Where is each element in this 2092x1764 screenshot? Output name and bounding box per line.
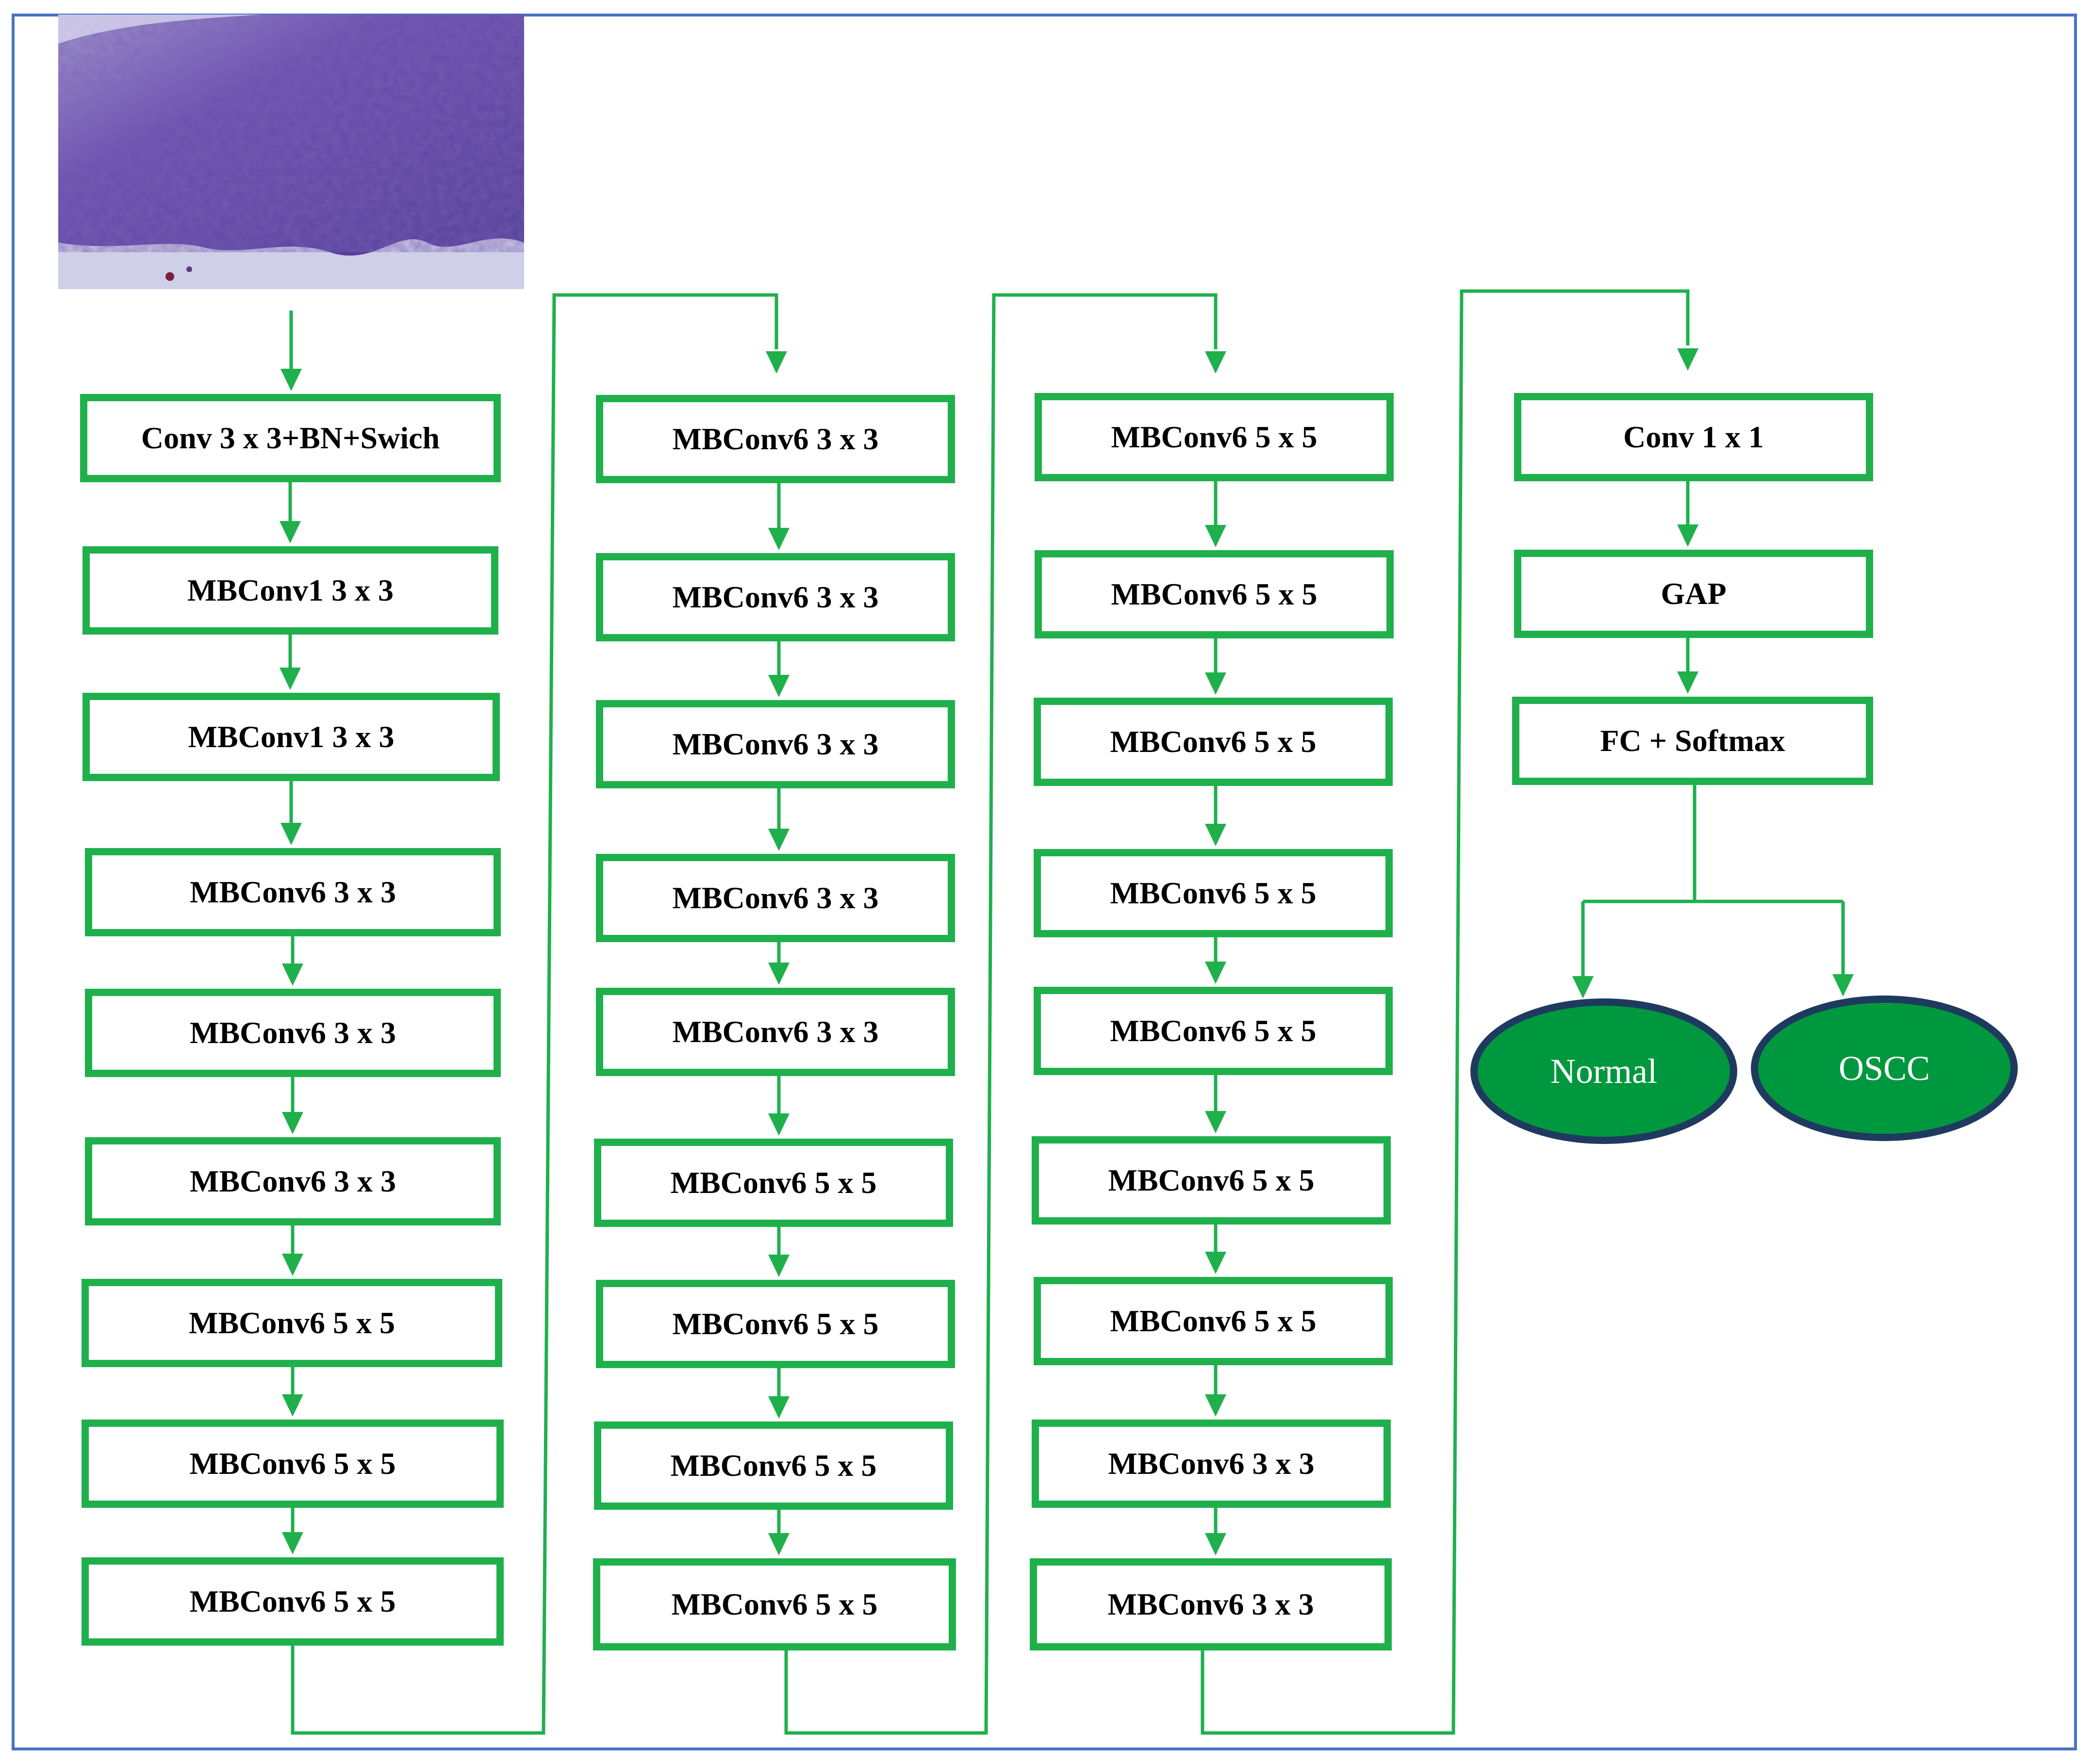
block-col2-7: MBConv6 5 x 5 xyxy=(596,1280,955,1368)
block-col1-2: MBConv1 3 x 3 xyxy=(82,546,498,635)
diagram-frame xyxy=(12,14,2077,1750)
arrow-head xyxy=(768,963,790,985)
block-col1-1: Conv 3 x 3+BN+Swich xyxy=(80,394,501,482)
block-col3-1: MBConv6 5 x 5 xyxy=(1035,393,1394,481)
arrow-head xyxy=(1677,348,1698,371)
block-col1-6: MBConv6 3 x 3 xyxy=(85,1137,501,1225)
arrow-head xyxy=(280,823,302,845)
arrow-head xyxy=(280,668,301,690)
arrow-head xyxy=(1205,824,1226,846)
arrow-head xyxy=(282,1254,303,1276)
arrow-head xyxy=(768,528,790,550)
block-col3-6: MBConv6 5 x 5 xyxy=(1032,1136,1391,1225)
block-col3-3: MBConv6 5 x 5 xyxy=(1034,698,1393,786)
arrow-head xyxy=(1572,976,1594,998)
block-col3-9: MBConv6 3 x 3 xyxy=(1030,1558,1392,1650)
block-col2-3: MBConv6 3 x 3 xyxy=(596,700,955,788)
arrow-head xyxy=(1205,1252,1226,1274)
block-col3-4: MBConv6 5 x 5 xyxy=(1034,849,1393,937)
arrow-head xyxy=(282,964,303,986)
arrow-head xyxy=(282,1112,303,1134)
connector-col3-to-col4 xyxy=(1201,289,1690,1735)
block-col1-5: MBConv6 3 x 3 xyxy=(85,989,501,1077)
arrow-head xyxy=(280,521,301,543)
block-col3-7: MBConv6 5 x 5 xyxy=(1034,1277,1393,1365)
arrow-head xyxy=(1832,974,1854,996)
arrow-head xyxy=(282,1532,303,1554)
block-gap: GAP xyxy=(1514,550,1873,638)
block-col2-9: MBConv6 5 x 5 xyxy=(593,1558,956,1650)
arrow-head xyxy=(768,1533,790,1555)
block-col3-5: MBConv6 5 x 5 xyxy=(1034,987,1393,1075)
arrow-head xyxy=(1205,351,1226,374)
arrow-head xyxy=(280,369,302,391)
block-col1-8: MBConv6 5 x 5 xyxy=(82,1420,504,1508)
arrow-head xyxy=(768,829,790,851)
arrow-head xyxy=(768,1396,790,1419)
arrow-head xyxy=(1205,1533,1226,1555)
arrow-head xyxy=(1677,671,1698,694)
block-col2-6: MBConv6 5 x 5 xyxy=(594,1139,953,1227)
arrow-head xyxy=(1205,672,1226,695)
block-col3-8: MBConv6 3 x 3 xyxy=(1032,1420,1391,1508)
block-col2-8: MBConv6 5 x 5 xyxy=(594,1421,953,1510)
arrow-head xyxy=(282,1394,303,1417)
histology-tissue-image xyxy=(58,15,524,289)
connector-col1-to-col2 xyxy=(291,293,778,1735)
block-col1-9: MBConv6 5 x 5 xyxy=(82,1557,504,1646)
block-fc-softmax: FC + Softmax xyxy=(1512,697,1873,785)
block-col2-1: MBConv6 3 x 3 xyxy=(596,395,955,483)
block-conv1x1: Conv 1 x 1 xyxy=(1514,393,1873,481)
output-oscc: OSCC xyxy=(1751,996,2018,1141)
block-col1-7: MBConv6 5 x 5 xyxy=(82,1279,502,1367)
block-col2-2: MBConv6 3 x 3 xyxy=(596,553,955,641)
connector-col2-to-col3 xyxy=(784,293,1218,1735)
block-col1-4: MBConv6 3 x 3 xyxy=(85,848,501,936)
arrow-head xyxy=(768,675,790,697)
arrow-head xyxy=(1677,524,1698,547)
arrow-head xyxy=(768,1113,790,1136)
block-col2-4: MBConv6 3 x 3 xyxy=(596,854,955,942)
arrow-head xyxy=(766,351,787,374)
block-col1-3: MBConv1 3 x 3 xyxy=(82,693,500,781)
arrow-head xyxy=(768,1255,790,1277)
arrow-head xyxy=(1205,962,1226,984)
arrow-head xyxy=(1205,1394,1226,1417)
block-col3-2: MBConv6 5 x 5 xyxy=(1035,550,1394,638)
output-normal: Normal xyxy=(1470,998,1737,1144)
arrow-head xyxy=(1205,525,1226,547)
block-col2-5: MBConv6 3 x 3 xyxy=(596,988,955,1076)
connector-lines xyxy=(280,289,1854,1735)
arrow-head xyxy=(1205,1111,1226,1133)
